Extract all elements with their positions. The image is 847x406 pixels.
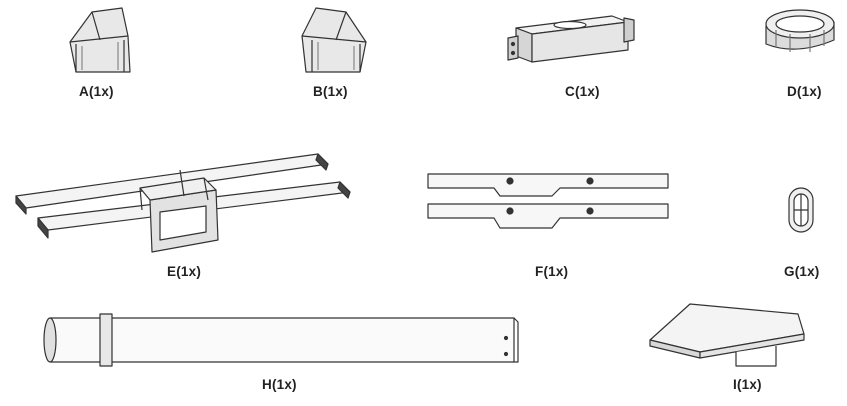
part-e-frame-assembly (15, 153, 351, 253)
label-part-h: H(1x) (262, 377, 297, 392)
label-part-f: F(1x) (535, 264, 569, 279)
label-part-c: C(1x) (565, 84, 600, 99)
label-part-e: E(1x) (167, 264, 202, 279)
label-part-d: D(1x) (787, 84, 822, 99)
label-part-b: B(1x) (313, 84, 348, 99)
part-a-elbow-cap (69, 7, 131, 73)
part-h-tube (43, 313, 519, 367)
label-part-i: I(1x) (733, 377, 762, 392)
label-part-a: A(1x) (79, 84, 114, 99)
part-d-ring-clamp (765, 9, 835, 52)
part-c-box-connector (507, 15, 635, 63)
part-i-mounting-plate (649, 303, 805, 367)
part-f-brackets (427, 173, 669, 229)
part-g-oval-grommet (788, 187, 814, 233)
part-b-elbow-cap (301, 7, 367, 73)
label-part-g: G(1x) (784, 264, 820, 279)
